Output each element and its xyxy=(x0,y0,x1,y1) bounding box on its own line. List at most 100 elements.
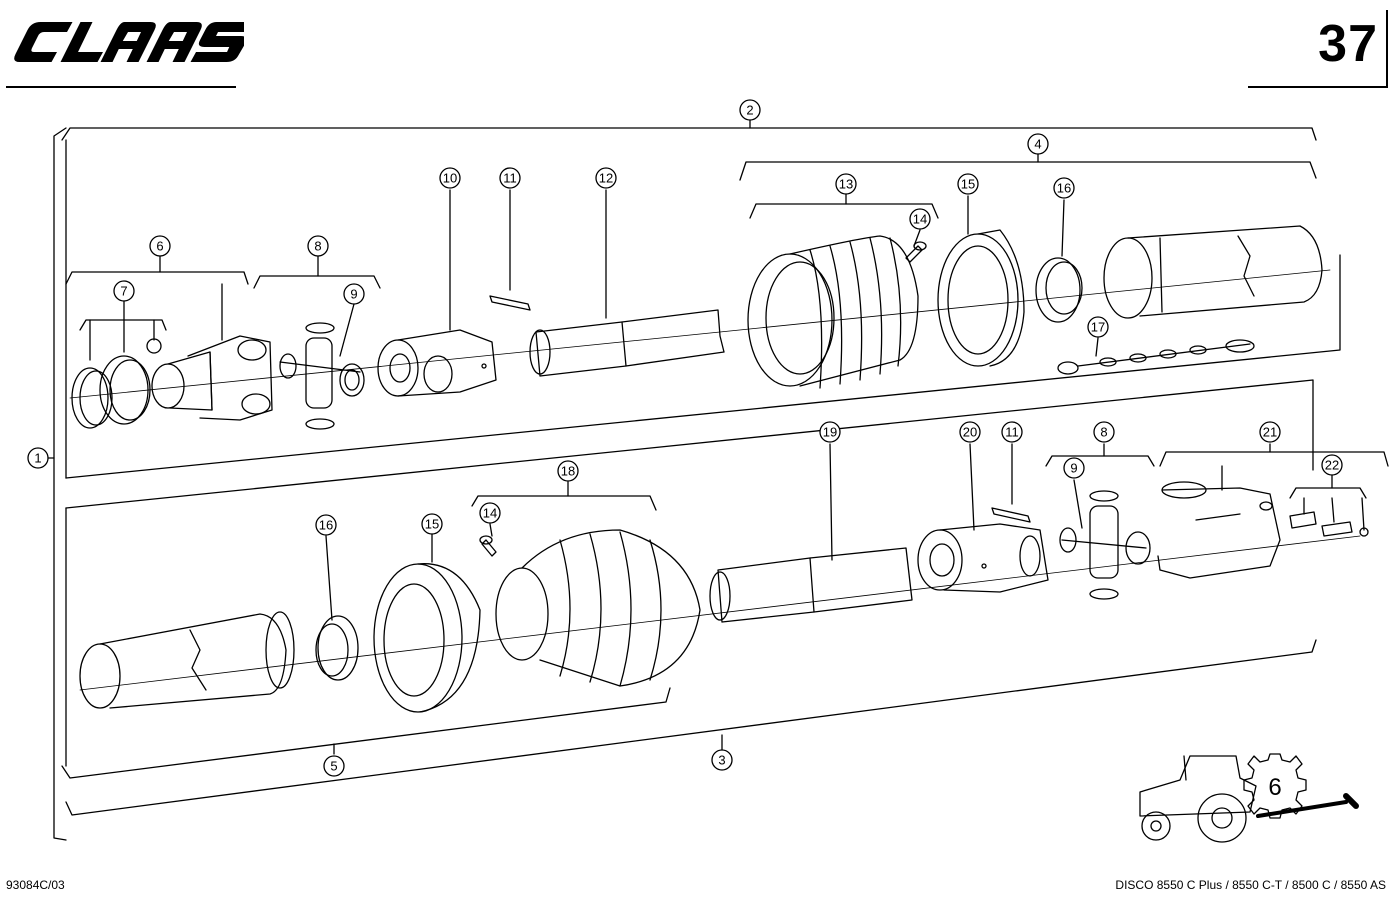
callout-label-c11a: 11 xyxy=(503,171,517,186)
part-outer-tube xyxy=(1103,225,1323,319)
part-18-guard-bellows-lower xyxy=(495,529,701,687)
callout-circle-c14b xyxy=(479,502,501,524)
bracket-22 xyxy=(1289,487,1367,499)
part-16-bearing-ring xyxy=(1035,257,1083,323)
callout-label-c5: 5 xyxy=(330,759,337,774)
callout-label-c19: 19 xyxy=(823,425,837,440)
callout-circle-c10 xyxy=(439,167,461,189)
callout-label-c16b: 16 xyxy=(319,518,333,533)
tractor-icon xyxy=(1139,755,1359,843)
callout-circle-c14a xyxy=(909,208,931,230)
callout-label-c1: 1 xyxy=(34,451,41,466)
part-inner-tube xyxy=(79,611,295,709)
callout-circle-c7 xyxy=(113,280,135,302)
bracket-5 xyxy=(61,687,671,779)
callout-label-c13: 13 xyxy=(839,177,853,192)
callout-circle-c8a xyxy=(307,235,329,257)
part-15-cone xyxy=(937,229,1025,367)
callout-label-c4: 4 xyxy=(1034,137,1041,152)
part-11-pin xyxy=(489,295,531,311)
bracket-1 xyxy=(53,127,67,841)
callout-circle-c11a xyxy=(499,167,521,189)
page-number: 37 xyxy=(1318,15,1378,73)
bracket-4 xyxy=(739,161,1317,181)
header-rule-left xyxy=(6,86,236,88)
callout-label-c11b: 11 xyxy=(1005,425,1019,440)
callout-label-c12: 12 xyxy=(599,171,613,186)
callout-circle-c22 xyxy=(1321,454,1343,476)
callout-circle-c17 xyxy=(1087,316,1109,338)
callout-circle-c11b xyxy=(1001,421,1023,443)
callout-label-c15a: 15 xyxy=(961,177,975,192)
bracket-2 xyxy=(61,127,1317,141)
part-17-safety-chain xyxy=(1057,339,1255,375)
part-7-seal-rings xyxy=(71,338,162,429)
callout-circle-c20 xyxy=(959,421,981,443)
frame-upper-bottom xyxy=(65,254,1341,479)
callout-circle-c19 xyxy=(819,421,841,443)
callout-label-c14b: 14 xyxy=(483,506,497,521)
callout-circle-c9a xyxy=(343,283,365,305)
callout-circle-c3 xyxy=(711,749,733,771)
bracket-3 xyxy=(65,639,1317,816)
part-22-lock-pin-set xyxy=(1289,511,1369,537)
callout-label-c8b: 8 xyxy=(1100,425,1107,440)
callout-circle-c15b xyxy=(421,513,443,535)
bracket-6 xyxy=(65,271,249,285)
part-13-guard-bellows xyxy=(747,235,919,389)
callout-circle-c12 xyxy=(595,167,617,189)
callout-circle-c1 xyxy=(27,447,49,469)
callout-circle-c8b xyxy=(1093,421,1115,443)
callout-circle-c18 xyxy=(557,460,579,482)
callout-label-c21: 21 xyxy=(1263,425,1277,440)
callout-label-c15b: 15 xyxy=(425,517,439,532)
part-14-screw-lower xyxy=(479,535,497,557)
callout-label-c18: 18 xyxy=(561,464,575,479)
callout-label-c7: 7 xyxy=(120,284,127,299)
part-12-profile-tube xyxy=(529,309,725,377)
claas-logo xyxy=(14,16,255,73)
callout-label-c2: 2 xyxy=(746,103,753,118)
callout-circle-c16b xyxy=(315,514,337,536)
callout-label-c9a: 9 xyxy=(350,287,357,302)
callout-label-c16a: 16 xyxy=(1057,181,1071,196)
part-16-bearing-ring-lower xyxy=(315,615,359,681)
callout-label-c6: 6 xyxy=(156,239,163,254)
part-10-inner-yoke xyxy=(377,329,497,397)
callout-label-c20: 20 xyxy=(963,425,977,440)
part-19-profile-tube-lower xyxy=(709,547,913,623)
part-9-universal-cross-lower xyxy=(1059,490,1151,600)
bracket-21 xyxy=(1159,451,1389,467)
callout-label-c14a: 14 xyxy=(913,212,927,227)
callout-circle-c13 xyxy=(835,173,857,195)
part-14-screw xyxy=(905,241,927,263)
callout-circle-c21 xyxy=(1259,421,1281,443)
callout-label-c22: 22 xyxy=(1325,458,1339,473)
callout-circle-c9b xyxy=(1063,457,1085,479)
bracket-13 xyxy=(749,203,939,219)
callout-circle-c15a xyxy=(957,173,979,195)
header-rule-vertical xyxy=(1386,10,1388,88)
callout-label-c9b: 9 xyxy=(1070,461,1077,476)
drawing-number: 93084C/03 xyxy=(6,878,65,892)
callout-label-c8a: 8 xyxy=(314,239,321,254)
part-21-quick-release-yoke xyxy=(1157,481,1281,579)
callout-circle-c16a xyxy=(1053,177,1075,199)
header-rule-right xyxy=(1248,86,1388,88)
part-20-inner-yoke-lower xyxy=(917,523,1049,593)
pto-gear-number: 6 xyxy=(1268,774,1281,801)
bracket-8b xyxy=(1045,455,1155,467)
pto-gear-icon xyxy=(1243,753,1307,819)
callout-circle-c2 xyxy=(739,99,761,121)
bracket-8a xyxy=(253,275,381,289)
bracket-7 xyxy=(79,319,167,331)
callout-label-c10: 10 xyxy=(443,171,457,186)
claas-logo-mark xyxy=(14,22,255,62)
model-designation: DISCO 8550 C Plus / 8550 C-T / 8500 C / … xyxy=(1115,878,1386,892)
part-6-yoke xyxy=(151,335,273,421)
callout-label-c3: 3 xyxy=(718,753,725,768)
part-9-universal-cross xyxy=(279,322,365,430)
callout-label-c17: 17 xyxy=(1091,320,1105,335)
frame-lower-top xyxy=(65,379,1314,509)
